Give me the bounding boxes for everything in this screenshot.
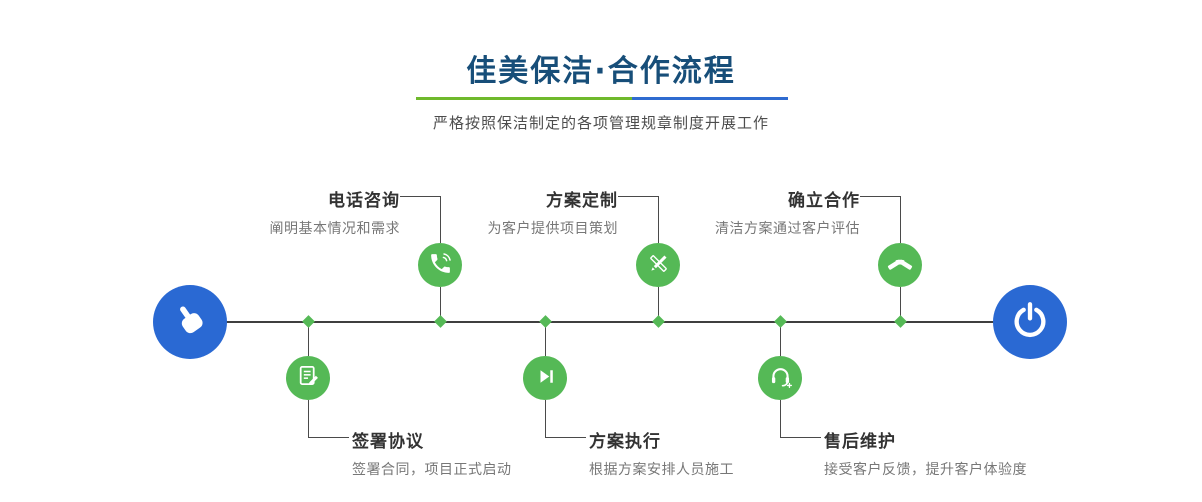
connector-line bbox=[545, 323, 546, 356]
timeline-diamond bbox=[539, 315, 552, 328]
design-tools-icon bbox=[646, 251, 671, 280]
timeline-diamond bbox=[434, 315, 447, 328]
handshake-icon bbox=[887, 250, 913, 280]
timeline-end-node bbox=[993, 285, 1067, 359]
step-icon-circle bbox=[523, 356, 567, 400]
page-subtitle: 严格按照保洁制定的各项管理规章制度开展工作 bbox=[432, 114, 769, 132]
connector-line bbox=[440, 196, 441, 243]
connector-line bbox=[780, 323, 781, 356]
step-label: 方案定制 bbox=[546, 191, 618, 211]
step-label: 电话咨询 bbox=[328, 191, 400, 211]
pointer-hand-icon bbox=[170, 300, 210, 344]
step-label: 确立合作 bbox=[788, 191, 860, 211]
step-description: 签署合同，项目正式启动 bbox=[352, 462, 512, 478]
connector-line bbox=[860, 196, 901, 197]
phone-icon bbox=[428, 251, 453, 280]
step-description: 阐明基本情况和需求 bbox=[269, 221, 400, 237]
timeline-diamond bbox=[652, 315, 665, 328]
connector-line bbox=[308, 437, 349, 438]
step-description: 为客户提供项目策划 bbox=[487, 221, 618, 237]
step-item: 售后维护 接受客户反馈，提升客户体验度 bbox=[824, 427, 1027, 479]
connector-line bbox=[545, 400, 546, 438]
connector-line bbox=[400, 196, 441, 197]
timeline-start-node bbox=[153, 285, 227, 359]
connector-line bbox=[618, 196, 659, 197]
connector-line bbox=[780, 437, 821, 438]
connector-line bbox=[900, 287, 901, 322]
connector-line bbox=[545, 437, 586, 438]
connector-line bbox=[780, 400, 781, 438]
step-icon-circle bbox=[286, 356, 330, 400]
timeline-line bbox=[190, 321, 1030, 323]
step-description: 根据方案安排人员施工 bbox=[589, 462, 734, 478]
contract-icon bbox=[296, 364, 321, 393]
step-icon-circle bbox=[636, 243, 680, 287]
power-icon bbox=[1010, 300, 1050, 344]
page-title: 佳美保洁·合作流程 bbox=[466, 54, 736, 89]
timeline-diamond bbox=[894, 315, 907, 328]
step-item: 方案执行 根据方案安排人员施工 bbox=[589, 427, 734, 479]
step-item: 确立合作 清洁方案通过客户评估 bbox=[715, 186, 860, 238]
connector-line bbox=[308, 400, 309, 438]
connector-line bbox=[308, 323, 309, 356]
timeline-diamond bbox=[774, 315, 787, 328]
step-icon-circle bbox=[758, 356, 802, 400]
step-item: 方案定制 为客户提供项目策划 bbox=[488, 186, 619, 238]
connector-line bbox=[658, 196, 659, 243]
step-label: 方案执行 bbox=[589, 432, 661, 452]
connector-line bbox=[440, 287, 441, 322]
step-item: 签署协议 签署合同，项目正式启动 bbox=[352, 427, 512, 479]
step-description: 接受客户反馈，提升客户体验度 bbox=[824, 462, 1027, 478]
connector-line bbox=[900, 196, 901, 243]
connector-line bbox=[658, 287, 659, 322]
timeline-diamond bbox=[302, 315, 315, 328]
execute-play-icon bbox=[533, 364, 558, 393]
support-headset-icon bbox=[768, 364, 793, 393]
step-icon-circle bbox=[878, 243, 922, 287]
title-divider bbox=[416, 97, 788, 100]
step-description: 清洁方案通过客户评估 bbox=[715, 221, 860, 237]
step-icon-circle bbox=[418, 243, 462, 287]
step-item: 电话咨询 阐明基本情况和需求 bbox=[270, 186, 401, 238]
step-label: 签署协议 bbox=[352, 432, 424, 452]
step-label: 售后维护 bbox=[824, 432, 896, 452]
